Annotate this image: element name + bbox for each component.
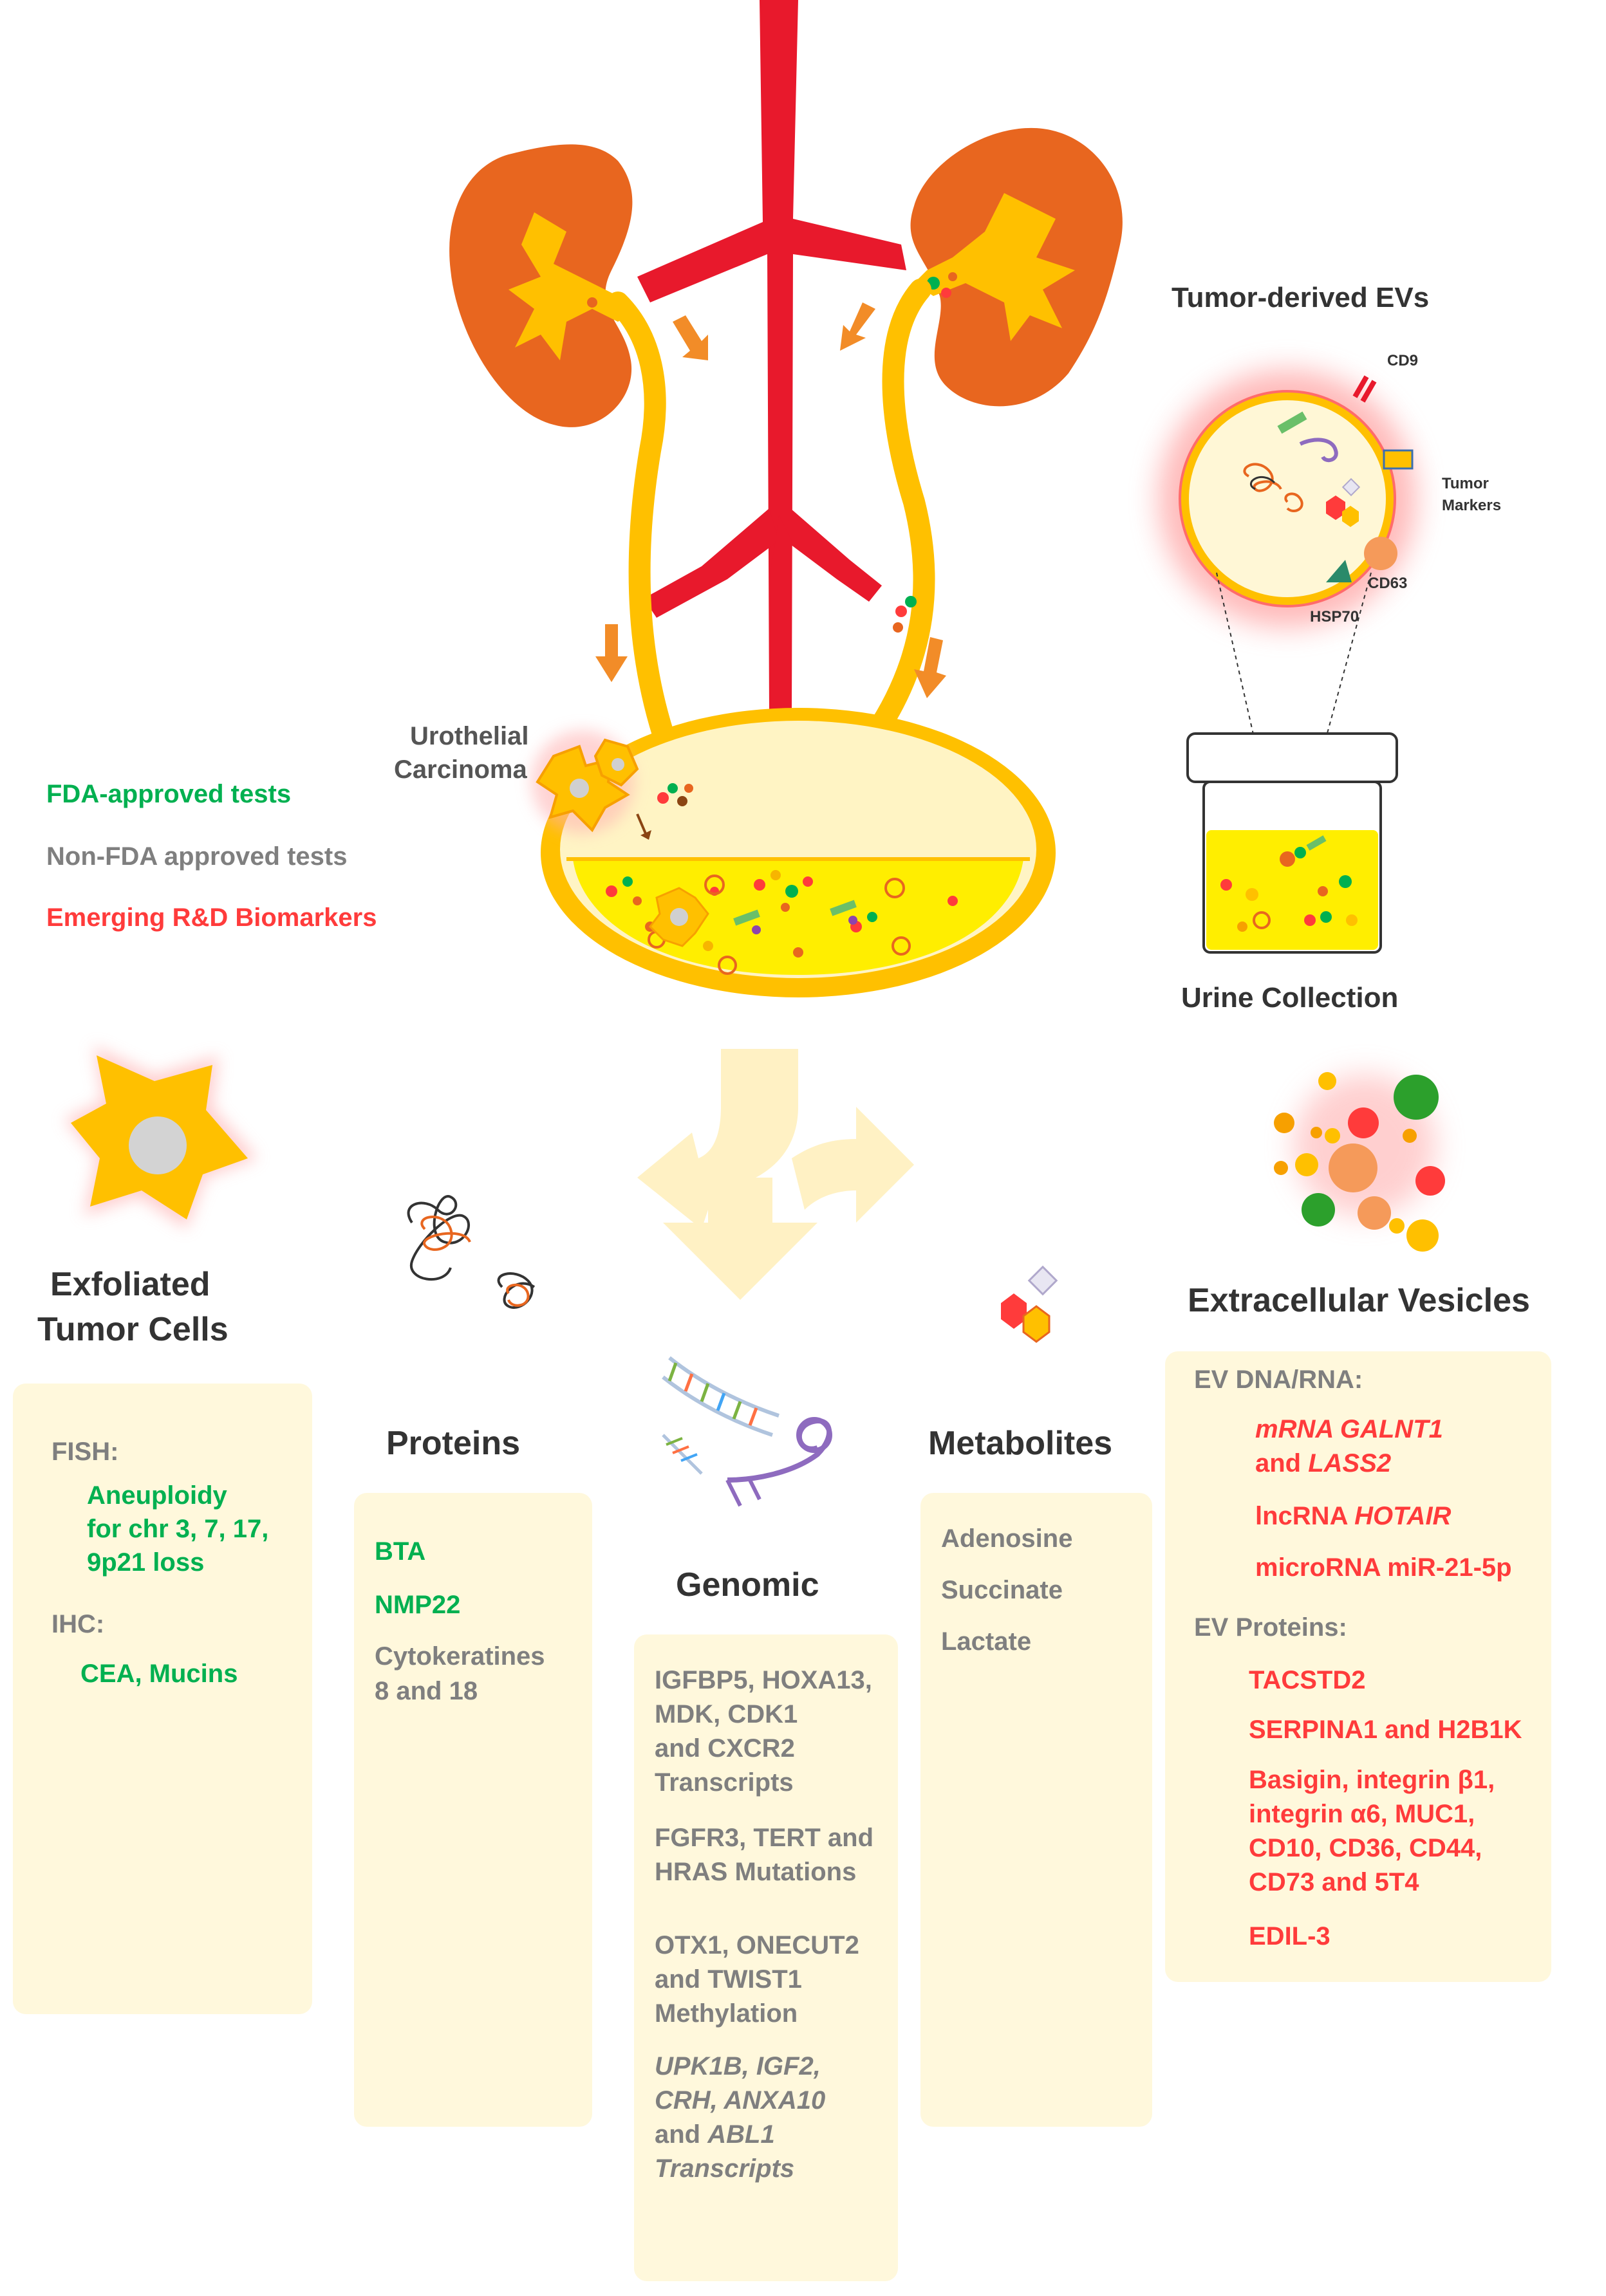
exfoliated-heading-2: Tumor Cells [37, 1311, 229, 1348]
hsp70-label: HSP70 [1310, 608, 1359, 625]
cd63-label: CD63 [1368, 575, 1408, 592]
genomic-b3-2: and TWIST1 [655, 1965, 802, 1994]
ev-lncrna-b: HOTAIR [1354, 1502, 1452, 1530]
genomic-b3-1: OTX1, ONECUT2 [655, 1931, 859, 1959]
ureters [607, 279, 935, 745]
urine-collection-label: Urine Collection [1181, 982, 1399, 1014]
ev-protein-heading: EV Proteins: [1194, 1613, 1347, 1642]
genomic-b4-2: CRH, ANXA10 [655, 2086, 826, 2115]
ev-title: Tumor-derived EVs [1172, 282, 1430, 313]
protein-nmp22: NMP22 [375, 1591, 461, 1619]
ev-lncrna: lncRNA HOTAIR [1255, 1499, 1451, 1533]
urothelial-carcinoma-cells [531, 730, 639, 833]
genomic-b4-3a: and [655, 2120, 708, 2149]
ev-mrna-2: and LASS2 [1255, 1447, 1391, 1480]
genomic-heading: Genomic [676, 1566, 819, 1604]
protein-icon [407, 1195, 536, 1309]
metabolites-panel: Adenosine Succinate Lactate [920, 1493, 1152, 2127]
genomic-panel: IGFBP5, HOXA13, MDK, CDK1 and CXCR2 Tran… [634, 1634, 898, 2281]
blood-vessels [637, 0, 906, 714]
tumor-derived-ev [1159, 370, 1416, 856]
right-kidney [910, 127, 1123, 407]
urothelial-label-line1: Urothelial [410, 722, 529, 750]
ev-protein-3-3: CD10, CD36, CD44, [1249, 1834, 1482, 1862]
genomic-b4-3b: ABL1 [707, 2120, 775, 2149]
genomic-b1-4: Transcripts [655, 1768, 794, 1797]
genomic-b4-3: and ABL1 [655, 2118, 775, 2151]
ev-mrna-2b: LASS2 [1308, 1449, 1392, 1477]
flow-arrows [595, 302, 946, 698]
ev-mrna-1: mRNA GALNT1 [1255, 1415, 1443, 1443]
ev-protein-3-1: Basigin, integrin β1, [1249, 1766, 1495, 1794]
legend-emerging: Emerging R&D Biomarkers [46, 903, 377, 932]
metabolites-icon [1001, 1265, 1058, 1343]
legend-non-fda: Non-FDA approved tests [46, 842, 348, 871]
fish-item-3: 9p21 loss [87, 1548, 205, 1577]
ev-protein-1: TACSTD2 [1249, 1666, 1366, 1694]
genomic-b4-4: Transcripts [655, 2154, 795, 2183]
metabolites-heading: Metabolites [928, 1425, 1113, 1462]
fish-item-1: Aneuploidy [87, 1481, 227, 1510]
exfoliated-heading-1: Exfoliated [50, 1266, 210, 1303]
ihc-item: CEA, Mucins [80, 1660, 238, 1688]
ev-mrna-2a: and [1255, 1449, 1309, 1477]
dna-rna-icon [662, 1356, 832, 1507]
ev-panel: EV DNA/RNA: mRNA GALNT1 and LASS2 lncRNA… [1165, 1351, 1551, 1982]
bladder-particles [606, 870, 958, 975]
tumor-markers-label-2: Markers [1442, 497, 1502, 514]
exfoliated-panel: FISH: Aneuploidy for chr 3, 7, 17, 9p21 … [13, 1384, 312, 2014]
genomic-b2-1: FGFR3, TERT and [655, 1824, 873, 1852]
protein-bta: BTA [375, 1537, 426, 1566]
urothelial-label-line2: Carcinoma [394, 755, 527, 784]
metabolite-2: Succinate [941, 1576, 1063, 1604]
ev-mirna: microRNA miR-21-5p [1255, 1553, 1512, 1582]
metabolite-3: Lactate [941, 1627, 1032, 1656]
fish-item-2: for chr 3, 7, 17, [87, 1515, 269, 1543]
metabolite-1: Adenosine [941, 1524, 1073, 1553]
ev-lncrna-a: lncRNA [1255, 1502, 1355, 1530]
bladder [541, 708, 1056, 997]
cd9-label: CD9 [1387, 352, 1419, 369]
protein-cyto-2: 8 and 18 [375, 1677, 478, 1705]
left-kidney [449, 144, 637, 427]
genomic-b2-2: HRAS Mutations [655, 1858, 857, 1886]
protein-cyto-1: Cytokeratines [375, 1642, 545, 1671]
genomic-b3-3: Methylation [655, 1999, 798, 2028]
ev-dna-heading: EV DNA/RNA: [1194, 1366, 1363, 1394]
ihc-heading: IHC: [51, 1610, 105, 1638]
tumor-markers-label-1: Tumor [1442, 475, 1489, 492]
genomic-b1-2: MDK, CDK1 [655, 1700, 798, 1728]
genomic-b1-3: and CXCR2 [655, 1734, 795, 1763]
genomic-b1-1: IGFBP5, HOXA13, [655, 1666, 872, 1694]
fish-heading: FISH: [51, 1438, 119, 1466]
genomic-b4-1: UPK1B, IGF2, [655, 2052, 821, 2080]
ev-protein-3-4: CD73 and 5T4 [1249, 1868, 1419, 1896]
proteins-heading: Proteins [386, 1425, 521, 1462]
distribution-arrows [637, 1049, 914, 1300]
proteins-panel: BTA NMP22 Cytokeratines 8 and 18 [354, 1493, 592, 2127]
urine-collection-jar [1186, 732, 1398, 954]
ev-protein-3-2: integrin α6, MUC1, [1249, 1800, 1475, 1828]
ev-cluster-icon [1274, 1072, 1445, 1252]
ev-protein-2: SERPINA1 and H2B1K [1249, 1716, 1522, 1744]
legend-fda: FDA-approved tests [46, 780, 292, 808]
ev-protein-4: EDIL-3 [1249, 1922, 1331, 1950]
exfoliated-cell-icon [64, 1046, 257, 1229]
ev-heading: Extracellular Vesicles [1188, 1282, 1530, 1319]
